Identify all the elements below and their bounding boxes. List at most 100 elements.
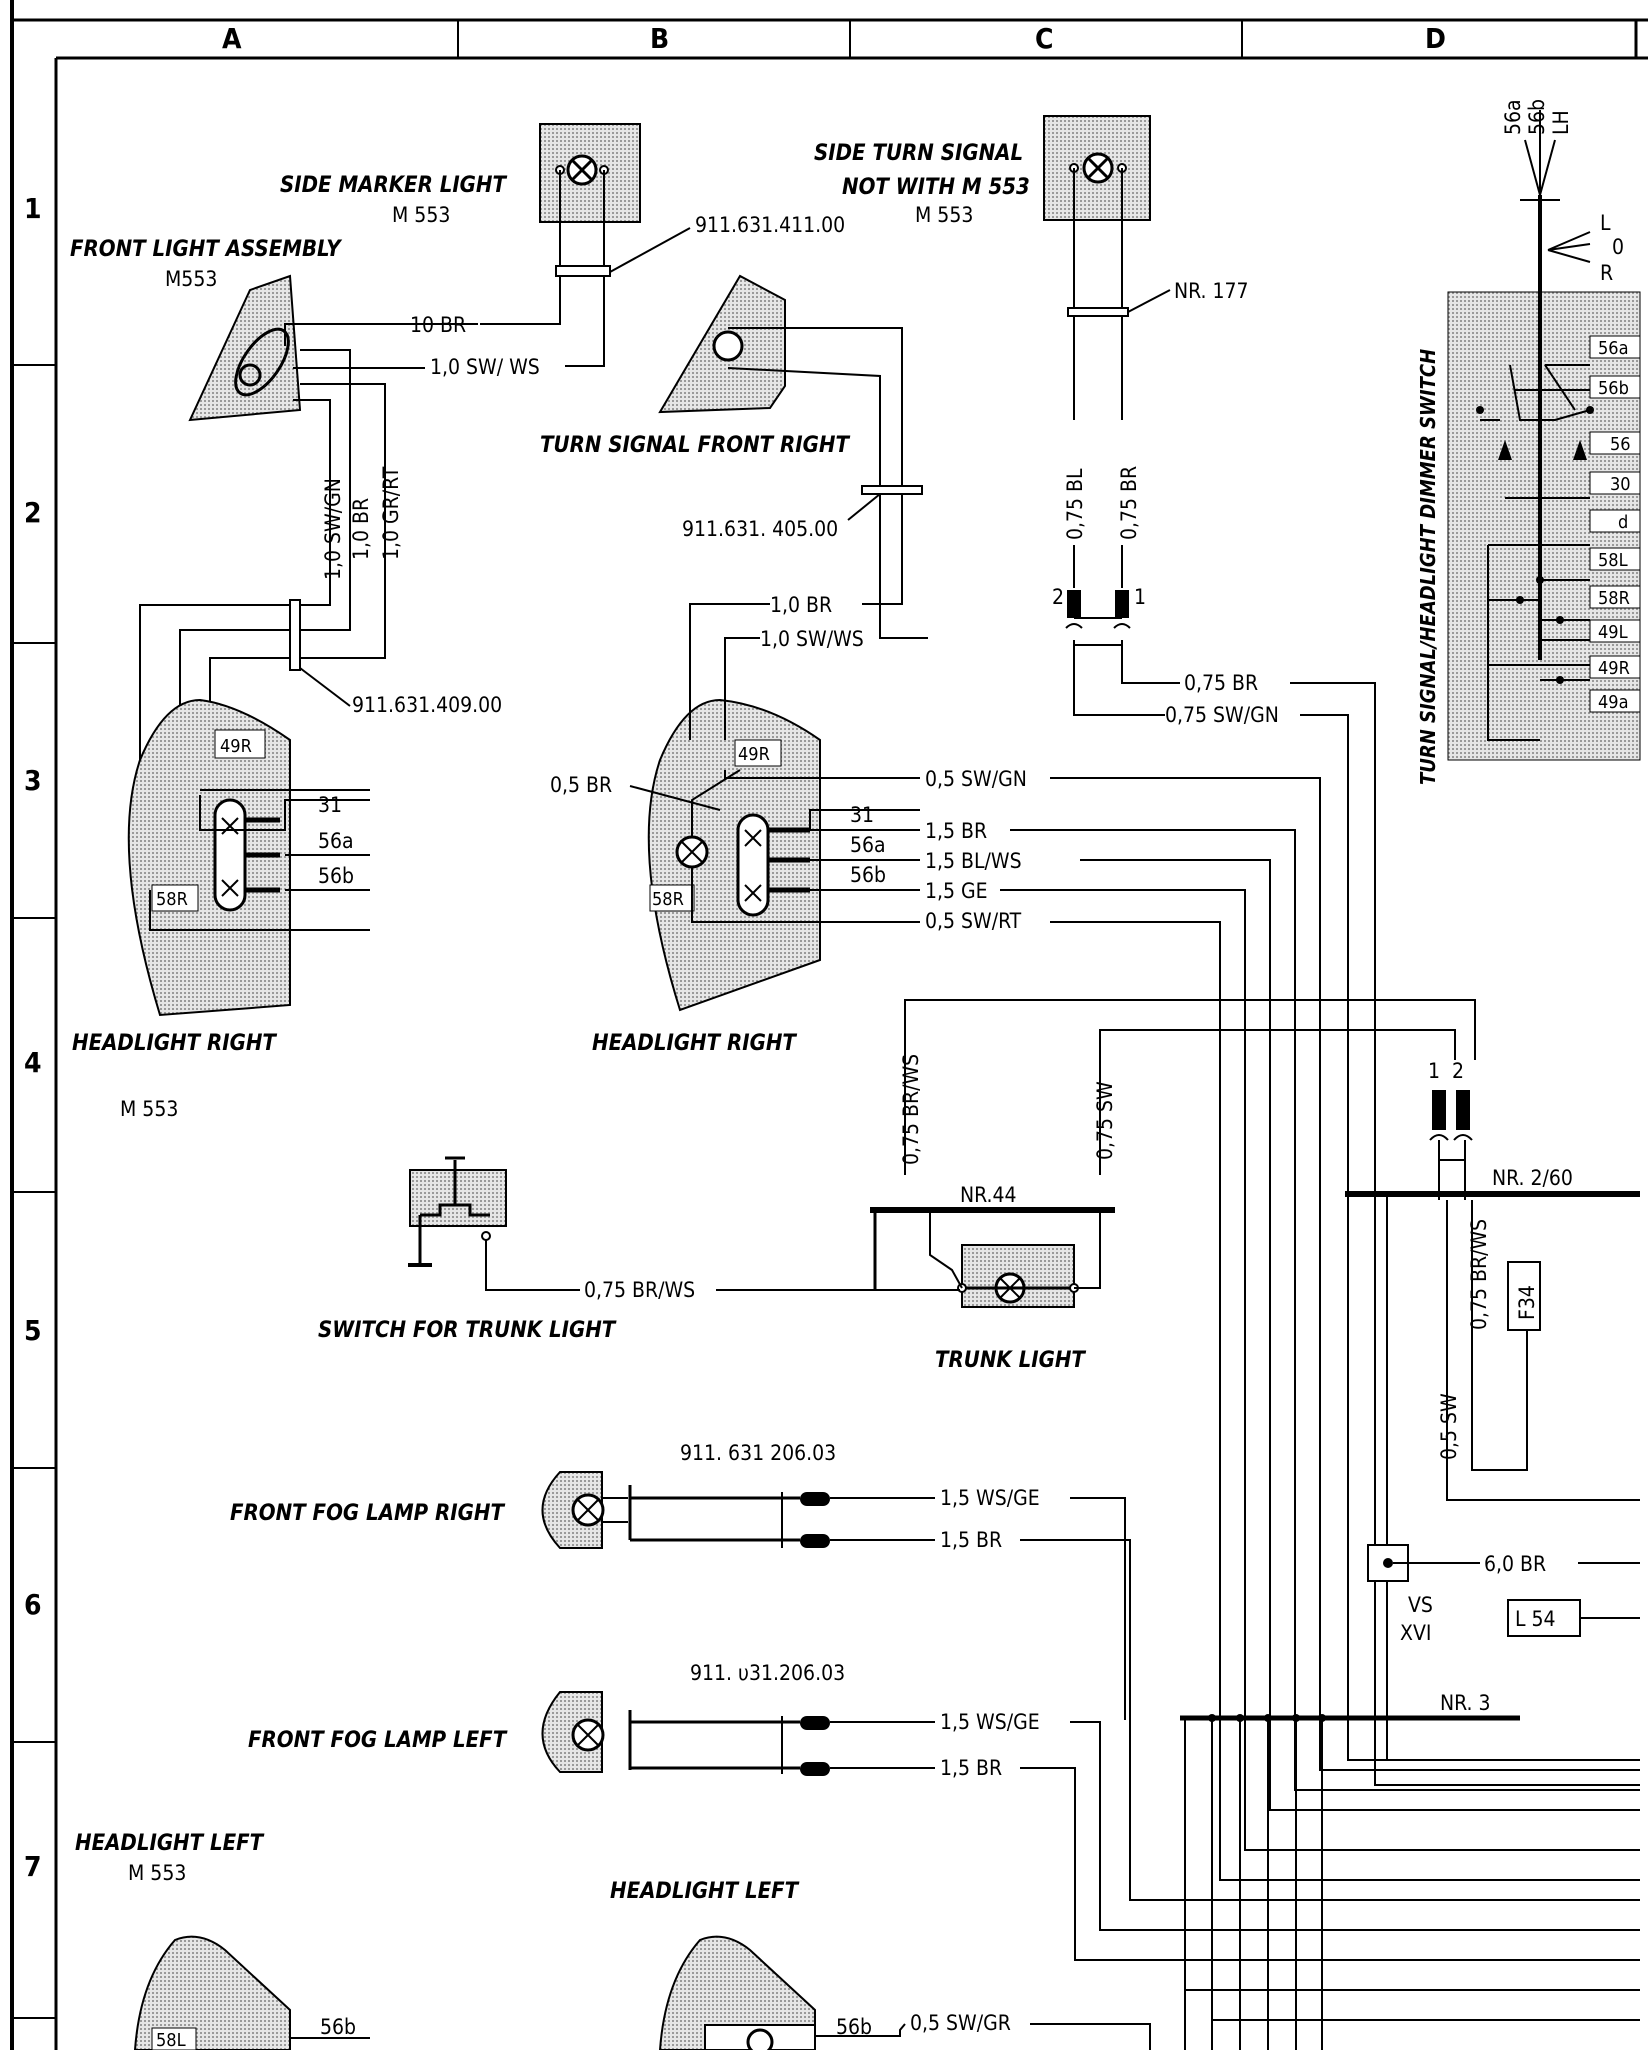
hl-rb-31: 31: [850, 803, 874, 827]
nr260-connector: 1 2 NR. 2/60 0,75 BR/WS 0,5 SW F34: [1345, 1059, 1640, 1545]
row-label-4: 4: [24, 1046, 42, 1079]
front-light-label: FRONT LIGHT ASSEMBLY: [70, 237, 343, 262]
trunk-circuit: 0,75 BR/WS 0,75 SW NR.44 TRUNK LIGHT: [870, 999, 1476, 1373]
dm-t8: 49R: [1598, 658, 1630, 679]
dm-l: L: [1600, 211, 1611, 235]
wire-10br: 10 BR: [410, 313, 466, 337]
dm-terminal-box: 56a 56b 56 30 d 58L 58R 49L 49R 49a: [1589, 335, 1641, 713]
row-label-6: 6: [24, 1588, 42, 1621]
col-label-d: D: [1425, 22, 1446, 55]
wire-075brws: 0,75 BR/WS: [584, 1278, 695, 1302]
vs-label: VS: [1408, 1593, 1433, 1617]
sts-sub: M 553: [915, 203, 973, 227]
wire-05swgr: 0,5 SW/GR: [910, 2011, 1011, 2035]
hl-ra-56b: 56b: [318, 864, 354, 888]
trunk-switch-label: SWITCH FOR TRUNK LIGHT: [318, 1318, 617, 1343]
wire-10grrt: 1,0 GR/RT: [379, 466, 403, 560]
hl-ra-58r: 58R: [156, 889, 188, 910]
part-411: 911.631.411.00: [695, 213, 845, 237]
fog-l-wire2: 1,5 BR: [940, 1756, 1002, 1780]
turn-signal-front-right: TURN SIGNAL FRONT RIGHT 911.631. 405.00: [540, 274, 928, 639]
wire-075bl: 0,75 BL: [1063, 468, 1087, 540]
col-label-a: A: [222, 22, 242, 55]
dm-t1: 56b: [1598, 378, 1629, 399]
dm-56a: 56a: [1501, 99, 1525, 135]
dimmer-switch: 56a 56b LH L 0 R 56a 56b 56 30 d 58L 58R…: [1416, 99, 1641, 785]
headlight-right-b: 1,0 BR 1,0 SW/WS 49R 58R 0,5 BR 31 56a 5…: [550, 593, 920, 1056]
l54-label: L 54: [1515, 1607, 1556, 1631]
wire-10br-b: 1,0 BR: [770, 593, 832, 617]
row-label-3: 3: [24, 764, 42, 797]
fog-l-part: 911. υ31.206.03: [690, 1661, 845, 1685]
switch-trunk-light: 0,75 BR/WS SWITCH FOR TRUNK LIGHT: [318, 1156, 875, 1343]
hl-la-56b: 56b: [320, 2015, 356, 2039]
wire-10swgn: 1,0 SW/GN: [321, 478, 345, 580]
trunk-nr44: NR.44: [960, 1183, 1017, 1207]
trunk-light-label: TRUNK LIGHT: [935, 1348, 1086, 1373]
fog-r-wire2: 1,5 BR: [940, 1528, 1002, 1552]
dm-lh: LH: [1549, 110, 1573, 135]
headlight-left-b: 56b 0,5 SW/GR HEADLIGHT LEFT: [610, 1879, 1151, 2050]
hl-rb-49r: 49R: [738, 744, 770, 765]
hl-lb-56b: 56b: [836, 2015, 872, 2039]
headlight-right-a: 49R 58R 31 56a 56b HEADLIGHT RIGHT M 553: [72, 698, 370, 1121]
xvi-label: XVI: [1400, 1621, 1431, 1645]
sts-label1: SIDE TURN SIGNAL: [814, 141, 1023, 166]
dm-t7: 49L: [1598, 622, 1628, 643]
wire-10swws-a: 1,0 SW/ WS: [430, 355, 540, 379]
col-label-b: B: [650, 22, 669, 55]
fog-l-label: FRONT FOG LAMP LEFT: [248, 1728, 508, 1753]
wire-10br-v: 1,0 BR: [349, 498, 373, 560]
side-marker-label: SIDE MARKER LIGHT: [280, 173, 507, 198]
sts-label2: NOT WITH M 553: [842, 175, 1030, 200]
wire-10swws-b: 1,0 SW/WS: [760, 627, 864, 651]
wire-075brws-v: 0,75 BR/WS: [899, 1054, 923, 1165]
hl-ra-56a: 56a: [318, 829, 354, 853]
wire-05sw-v: 0,5 SW: [1437, 1393, 1461, 1460]
row-label-7: 7: [24, 1850, 42, 1883]
dm-r: R: [1600, 261, 1613, 285]
hl-ra-31: 31: [318, 793, 342, 817]
hl-rb-58r: 58R: [652, 889, 684, 910]
wire-075br: 0,75 BR: [1184, 671, 1258, 695]
hl-la-label: HEADLIGHT LEFT: [75, 1831, 265, 1856]
conn2-2: 2: [1452, 1059, 1464, 1083]
dm-o: 0: [1612, 235, 1624, 259]
conn-1: 1: [1134, 585, 1146, 609]
dm-t3: 30: [1610, 474, 1631, 495]
row-label-2: 2: [24, 496, 42, 529]
hl-la-sub: M 553: [128, 1861, 186, 1885]
headlight-left-a: 58L 56b HEADLIGHT LEFT M 553: [75, 1831, 370, 2050]
conn2-1: 1: [1428, 1059, 1440, 1083]
wire-075swgn: 0,75 SW/GN: [1165, 703, 1279, 727]
part-nr177: NR. 177: [1174, 279, 1249, 303]
hl-rb-harness: 0,5 SW/GN 1,5 BR 1,5 BL/WS 1,5 GE 0,5 SW…: [925, 767, 1640, 1881]
side-marker-sub: M 553: [392, 203, 450, 227]
wire-05br: 0,5 BR: [550, 773, 612, 797]
row-label-5: 5: [24, 1314, 42, 1347]
dm-t0: 56a: [1598, 338, 1629, 359]
wire-15br: 1,5 BR: [925, 819, 987, 843]
nr260-label: NR. 2/60: [1492, 1166, 1573, 1190]
dm-t2: 56: [1610, 434, 1631, 455]
col-label-c: C: [1035, 22, 1053, 55]
hl-lb-label: HEADLIGHT LEFT: [610, 1879, 800, 1904]
hl-rb-56a: 56a: [850, 833, 886, 857]
nr3-bus: NR. 3: [1180, 1691, 1640, 2050]
hl-la-58l: 58L: [156, 2030, 186, 2050]
part-409: 911.631.409.00: [352, 693, 502, 717]
wire-05swrt: 0,5 SW/RT: [925, 909, 1022, 933]
tsfr-label: TURN SIGNAL FRONT RIGHT: [540, 433, 850, 458]
vs-xvi: 6,0 BR VS XVI L 54: [1367, 1544, 1640, 1760]
nr3-label: NR. 3: [1440, 1691, 1491, 1715]
part-405: 911.631. 405.00: [682, 517, 838, 541]
fog-r-wire1: 1,5 WS/GE: [940, 1486, 1040, 1510]
dm-t6: 58R: [1598, 588, 1630, 609]
wire-05swgn: 0,5 SW/GN: [925, 767, 1027, 791]
fog-l-wire1: 1,5 WS/GE: [940, 1710, 1040, 1734]
wire-075br-v: 0,75 BR: [1117, 466, 1141, 540]
side-turn-signal: SIDE TURN SIGNAL NOT WITH M 553 M 553 NR…: [814, 115, 1640, 1786]
hl-ra-49r: 49R: [220, 736, 252, 757]
side-marker-light: SIDE MARKER LIGHT M 553 911.631.411.00: [280, 123, 845, 367]
